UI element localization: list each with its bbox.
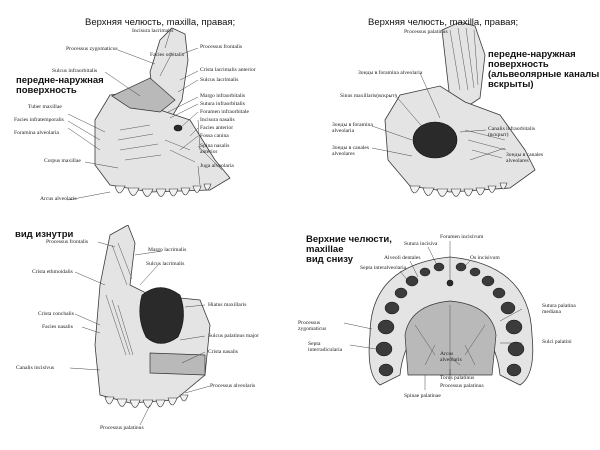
label-sulcus-infraorbitalis: Sulcus infraorbitalis <box>52 68 98 74</box>
label-canalis-infraorbitalis: Canalis infraorbitalis (вскрыт) <box>488 126 536 138</box>
label-processus-palatinus: Processus palatinus <box>100 425 144 431</box>
label-incisura-lacrimalis: Incisura lacrimalis <box>132 28 174 34</box>
label-facies-nasalis: Facies nasalis <box>42 324 73 330</box>
label-incisura-nasalis: Incisura nasalis <box>200 117 235 123</box>
label-tuber-maxillae: Tuber maxillae <box>28 104 62 110</box>
label-hiatus-maxillaris: Hiatus maxillaris <box>208 302 247 308</box>
label-sutura-palatina-mediana: Sutura palatina mediana <box>542 303 576 315</box>
label-probes-foramina-alveolaria-2: Зонды в foramina alveolaria <box>332 122 373 134</box>
label-margo-lacrimalis: Margo lacrimalis <box>148 247 187 253</box>
maxilla-opened-canals-illustration <box>371 21 536 197</box>
maxilla-anterolateral-illustration <box>67 27 231 201</box>
alveolar-teeth <box>409 182 508 197</box>
alveolar-teeth <box>104 394 189 408</box>
panel-inferior-view: Верхние челюсти, maxillae вид снизу Fora… <box>298 225 600 450</box>
label-sutura-incisiva: Sutura incisiva <box>404 241 438 247</box>
label-arcus-alveolaris: Arcus alveolaris <box>440 351 462 363</box>
panel-medial-view: вид изнутри Processus frontalis Crista e… <box>0 225 300 450</box>
label-margo-infraorbitalis: Margo infraorbitalis <box>200 93 246 99</box>
panel-caption: передне-наружная поверхность <box>16 75 104 96</box>
label-processus-alveolaris: Processus alveolaris <box>210 383 256 389</box>
label-spina-nasalis-anterior: Spina nasalis anterior <box>200 143 230 155</box>
label-os-incisivum: Os incisivum <box>470 255 500 261</box>
label-crista-conchalis: Crista conchalis <box>38 311 74 317</box>
label-probes-canales-alveolares: Зонды в canales alveolares <box>332 145 370 157</box>
label-crista-ethmoidalis: Crista ethmoidalis <box>32 269 73 275</box>
label-facies-orbitalis: Facies orbitalis <box>150 52 185 58</box>
panel-heading: Верхняя челюсть, maxilla, правая; <box>368 17 519 28</box>
label-sulcus-palatinus-major: Sulcus palatinus major <box>208 333 259 339</box>
label-corpus-maxillae: Corpus maxillae <box>44 158 81 164</box>
label-sinus-maxillaris: Sinus maxillaris(вскрыт) <box>340 93 397 99</box>
label-torus-palatinus: Torus palatinus <box>440 375 475 381</box>
label-fossa-canina: Fossa canina <box>200 133 229 139</box>
label-foramen-incisivum: Foramen incisivum <box>440 234 484 240</box>
label-processus-palatinus-top: Processus palatinus <box>404 29 448 35</box>
label-facies-anterior: Facies anterior <box>200 125 234 131</box>
panel-heading: Верхняя челюсть, maxilla, правая; <box>85 17 236 28</box>
panel-caption: передне-наружная поверхность (альвеолярн… <box>488 49 600 90</box>
dental-alveoli <box>375 262 525 377</box>
label-processus-frontalis: Processus frontalis <box>46 239 89 245</box>
panel-anterolateral: Верхняя челюсть, maxilla, правая; передн… <box>0 0 300 225</box>
panel-caption: Верхние челюсти, maxillae вид снизу <box>306 234 392 265</box>
label-facies-infratemporalis: Facies infratemporalis <box>14 117 64 123</box>
label-sutura-infraorbitalis: Sutura infraorbitalis <box>200 101 245 107</box>
label-septa-interalveolaria: Septa interalveolaria <box>360 265 407 271</box>
label-juga-alveolaria: Juga alveolaria <box>200 163 234 169</box>
label-processus-zygomaticus: Processus zygomaticus <box>66 46 118 52</box>
label-processus-palatinus: Processus palatinus <box>440 383 484 389</box>
maxillae-inferior-illustration <box>343 241 534 390</box>
maxilla-medial-illustration <box>69 225 211 426</box>
label-processus-zygomaticus: Processus zygomaticus <box>298 320 327 332</box>
panel-alveolar-canals: Верхняя челюсть, maxilla, правая; Proces… <box>300 0 600 225</box>
label-spinae-palatinae: Spinae palatinae <box>404 393 441 399</box>
label-probes-canales-alveolares-2: Зонды в canales alveolares <box>506 152 544 164</box>
label-foramen-infraorbitale: Foramen infraorbitale <box>200 109 249 115</box>
panel-caption: вид изнутри <box>15 229 74 240</box>
label-arcus-alveolaris: Arcus alveolaris <box>40 196 77 202</box>
label-crista-nasalis: Crista nasalis <box>208 349 238 355</box>
label-alveoli-dentales: Alveoli dentales <box>384 255 421 261</box>
label-foramina-alveolaria: Foramina alveolaria <box>14 130 59 136</box>
label-sulci-palatini: Sulci palatini <box>542 339 572 345</box>
label-canalis-incisivus: Canalis incisivus <box>16 365 55 371</box>
label-septa-interradicularia: Septa interradicularia <box>308 341 343 353</box>
label-sulcus-lacrimalis: Sulcus lacrimalis <box>146 261 185 267</box>
label-crista-lacrimalis-anterior: Crista lacrimalis anterior <box>200 67 256 73</box>
label-processus-frontalis: Processus frontalis <box>200 44 243 50</box>
sinus-cavity <box>412 121 458 159</box>
alveolar-teeth <box>114 183 212 197</box>
label-sulcus-lacrimalis: Sulcus lacrimalis <box>200 77 239 83</box>
label-probes-foramina-alveolaria: Зонды в foramina alveolaria <box>358 70 423 76</box>
hiatus-maxillaris <box>139 287 184 344</box>
